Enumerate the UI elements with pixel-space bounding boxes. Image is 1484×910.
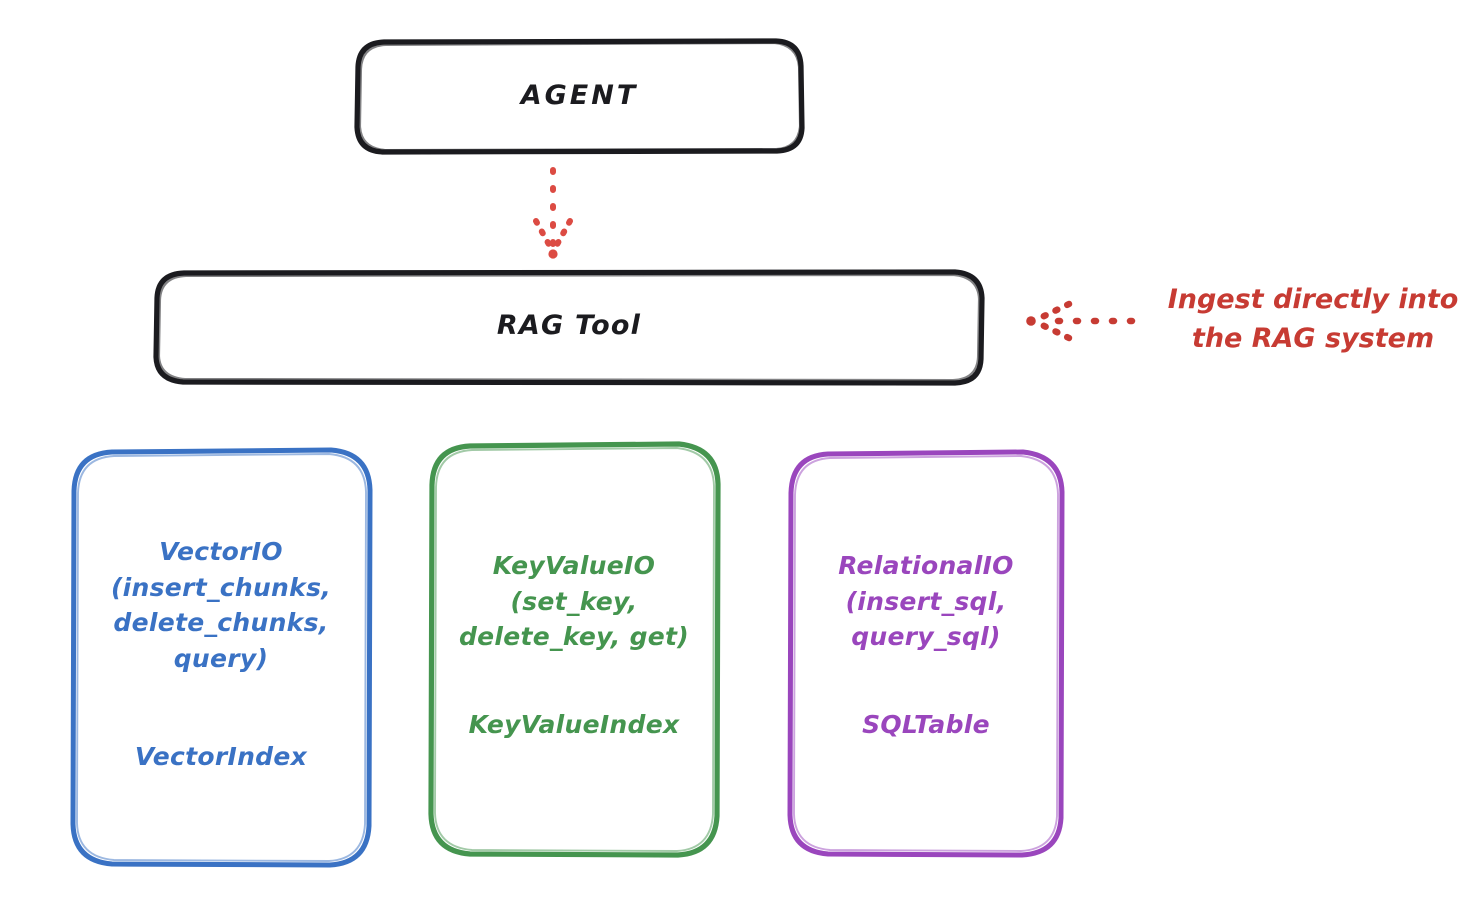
sql-table-label: SQLTable	[862, 710, 990, 739]
agent-to-rag-arrow-tip	[548, 249, 558, 259]
vector-index-label: VectorIndex	[134, 742, 308, 771]
agent-box-outline	[354, 38, 805, 155]
rag-tool-label: RAG Tool	[496, 310, 642, 341]
key-value-index-label: KeyValueIndex	[468, 710, 680, 739]
key-value-io-box-outline-sketch	[434, 447, 715, 852]
relational-io-box-outline-sketch	[793, 455, 1059, 852]
agent-to-rag-arrow-head-left	[533, 218, 555, 253]
key-value-io-box-outline	[428, 441, 721, 858]
vector-io-box-outline	[70, 447, 373, 868]
agent-to-rag-arrow-head-right	[551, 218, 573, 253]
ingest-arrow-tip	[1026, 316, 1036, 326]
agent-to-rag-arrow	[533, 167, 573, 259]
ingest-arrow-head-bottom	[1032, 318, 1073, 342]
rag-tool-box-outline-sketch	[157, 273, 981, 382]
agent-node[interactable]	[354, 38, 805, 155]
key-value-io-node[interactable]	[428, 441, 721, 858]
rag-tool-node[interactable]	[153, 269, 985, 386]
ingest-arrow	[1026, 300, 1136, 342]
rag-tool-box-outline	[153, 269, 985, 386]
vector-io-box-outline-sketch	[76, 453, 367, 862]
relational-io-api-label: RelationalIO (insert_sql, query_sql)	[838, 551, 1014, 651]
ingest-annotation-text: Ingest directly into the RAG system	[1167, 284, 1459, 355]
vector-io-node[interactable]	[70, 447, 373, 868]
ingest-arrow-head-top	[1032, 300, 1073, 324]
key-value-io-api-label: KeyValueIO (set_key, delete_key, get)	[458, 551, 690, 651]
relational-io-node[interactable]	[787, 449, 1065, 858]
vector-io-api-label: VectorIO (insert_chunks, delete_chunks, …	[110, 537, 332, 673]
relational-io-box-outline	[787, 449, 1065, 858]
agent-label: AGENT	[520, 80, 639, 111]
agent-box-outline-sketch	[358, 41, 802, 152]
